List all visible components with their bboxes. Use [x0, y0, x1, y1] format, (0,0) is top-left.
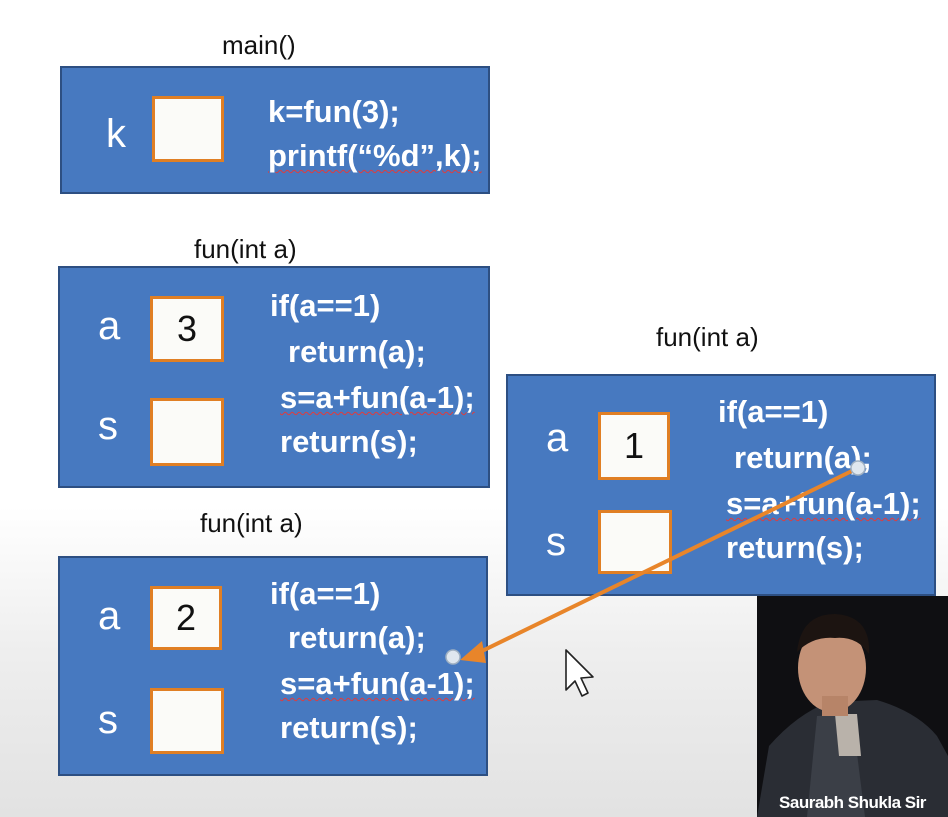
- code-line: return(s);: [280, 710, 418, 745]
- code-line: s=a+fun(a-1);: [280, 380, 475, 415]
- var-k-box: [152, 96, 224, 162]
- presenter-watermark: Saurabh Shukla Sir: [779, 793, 926, 812]
- main-stack-frame: k k=fun(3); printf(“%d”,k);: [60, 66, 490, 194]
- return-arrow-icon: [445, 460, 866, 665]
- fun-stack-frame-1: a 3 s if(a==1) return(a); s=a+fun(a-1); …: [58, 266, 490, 488]
- fun-frame-3-title: fun(int a): [656, 322, 759, 352]
- code-line: if(a==1): [270, 288, 381, 323]
- code-line: return(a);: [288, 334, 426, 369]
- code-line: if(a==1): [270, 576, 381, 611]
- fun-stack-frame-2: a 2 s if(a==1) return(a); s=a+fun(a-1); …: [58, 556, 488, 776]
- fun-frame-1-title: fun(int a): [194, 234, 297, 264]
- var-s-box: [150, 398, 224, 466]
- code-line: if(a==1): [718, 394, 829, 429]
- code-line: return(s);: [280, 424, 418, 459]
- fun-stack-frame-3: a 1 s if(a==1) return(a); s=a+fun(a-1); …: [506, 374, 936, 596]
- presenter-video: Saurabh Shukla Sir: [757, 596, 948, 817]
- presenter-image: [757, 596, 948, 817]
- code-line: return(a);: [734, 440, 872, 475]
- mouse-pointer-icon: [565, 649, 594, 697]
- code-line: k=fun(3);: [268, 94, 400, 129]
- var-s-label: s: [98, 404, 118, 448]
- code-line: s=a+fun(a-1);: [280, 666, 475, 701]
- var-k-label: k: [106, 112, 126, 156]
- var-a-box: 2: [150, 586, 222, 650]
- code-line: printf(“%d”,k);: [268, 138, 482, 173]
- var-s-label: s: [546, 520, 566, 564]
- var-s-label: s: [98, 698, 118, 742]
- fun-frame-2-title: fun(int a): [200, 508, 303, 538]
- main-frame-title: main(): [222, 30, 296, 60]
- var-a-box: 1: [598, 412, 670, 480]
- code-line: return(a);: [288, 620, 426, 655]
- var-a-label: a: [98, 594, 121, 638]
- var-a-label: a: [546, 416, 569, 460]
- var-s-box: [150, 688, 224, 754]
- var-a-box: 3: [150, 296, 224, 362]
- code-line: s=a+fun(a-1);: [726, 486, 921, 521]
- code-line: return(s);: [726, 530, 864, 565]
- var-a-label: a: [98, 304, 121, 348]
